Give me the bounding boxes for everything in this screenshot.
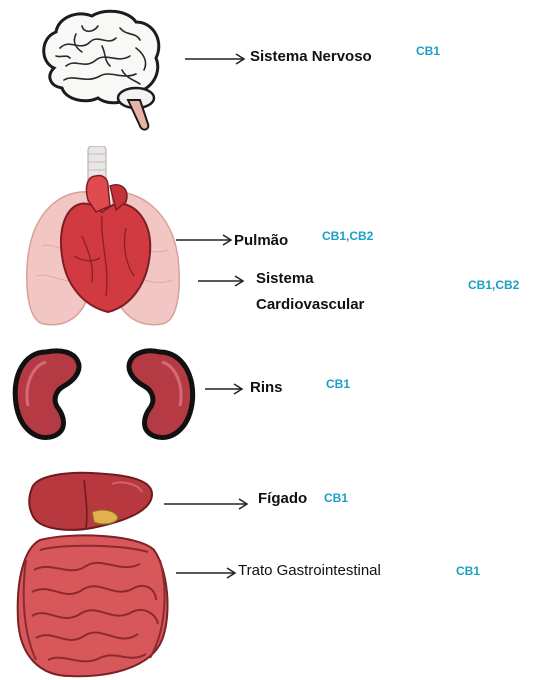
organ-label: Pulmão [234,230,288,251]
organ-label: Cardiovascular [256,294,364,315]
receptor-tag: CB1 [416,44,440,58]
organ-label: Rins [250,377,283,398]
receptor-tag: CB1,CB2 [322,229,373,243]
lungs-heart-icon [22,146,186,328]
arrow-icon [185,53,247,65]
arrow-icon [198,275,246,287]
receptor-tag: CB1 [456,564,480,578]
receptor-tag: CB1 [324,491,348,505]
organ-label: Sistema Nervoso [250,46,372,67]
receptor-tag: CB1,CB2 [468,278,519,292]
arrow-icon [164,498,250,510]
intestines-icon [10,530,180,680]
arrow-icon [176,234,234,246]
organ-label: Fígado [258,488,307,509]
arrow-icon [176,567,238,579]
receptor-tag: CB1 [326,377,350,391]
kidneys-icon [12,346,202,446]
organ-label: Trato Gastrointestinal [238,560,381,581]
brain-icon [36,8,164,138]
arrow-icon [205,383,245,395]
organ-label: Sistema [256,268,314,289]
